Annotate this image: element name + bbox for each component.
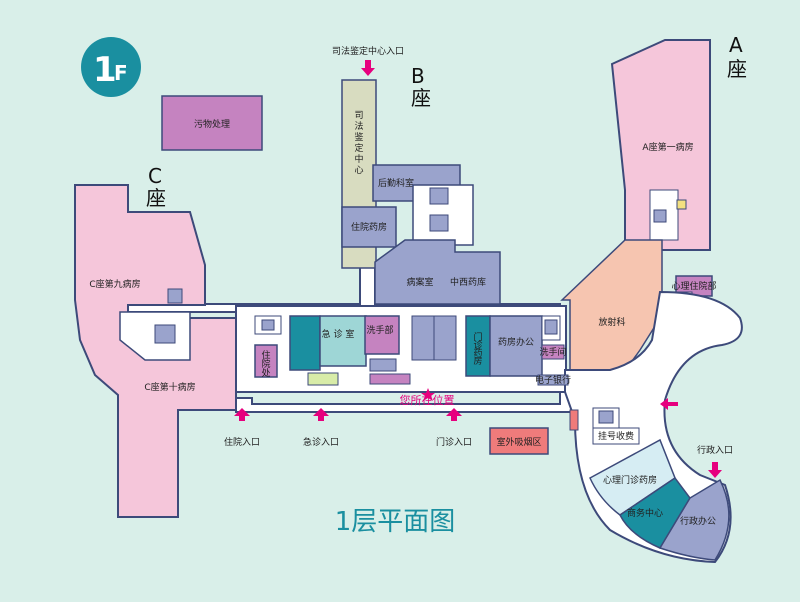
outpatient-room-1 <box>411 315 435 361</box>
outpatient-entrance-label: 门诊入口 <box>436 436 472 448</box>
room-waste-label: 污物处理 <box>194 118 230 130</box>
room-medicine-store-label: 中西药库 <box>450 276 486 288</box>
room-business-center-label: 商务中心 <box>627 507 663 519</box>
you-are-here-label: 您所在位置 <box>400 393 455 407</box>
building-c-zuo: 座 <box>146 186 166 210</box>
room-waste[interactable] <box>161 95 263 151</box>
emergency-entrance-arrow <box>313 408 329 421</box>
room-admission[interactable] <box>254 344 278 378</box>
admin-entrance-arrow <box>708 462 722 478</box>
room-surgery[interactable] <box>364 315 400 355</box>
b-stair <box>429 187 449 205</box>
a-marker <box>676 199 687 210</box>
right-entrance-arrow <box>660 398 678 410</box>
er-side-block <box>289 315 321 371</box>
room-emergency[interactable] <box>319 315 367 367</box>
room-restroom[interactable] <box>541 344 565 360</box>
building-a-letter: A <box>729 33 743 57</box>
room-admission-label: 住院处 <box>261 349 270 379</box>
c-stair <box>167 288 183 304</box>
building-a[interactable] <box>610 39 711 251</box>
room-pharmacy-office-label: 药房办公 <box>498 336 534 348</box>
room-outpatient-pharmacy-label: 门诊药房 <box>473 331 482 367</box>
forensic-center-label: 司法鉴定中心 <box>354 110 363 176</box>
inpatient-entrance-arrow <box>234 408 250 421</box>
room-registration[interactable] <box>592 427 640 445</box>
a-stair <box>653 209 667 223</box>
building-c-letter: C <box>148 164 162 188</box>
floor-logo-letter: F <box>114 61 128 85</box>
map-title: 1层平面图 <box>335 507 456 537</box>
building-b-letter: B <box>411 64 425 88</box>
room-e-bank[interactable] <box>537 374 569 386</box>
outpatient-entrance-arrow <box>446 408 462 421</box>
room-psych-inpatient-label: 心理住院部 <box>671 280 716 292</box>
pharmacy-stair-icon <box>544 319 558 335</box>
outpatient-small <box>369 373 411 385</box>
room-records[interactable] <box>374 239 501 305</box>
inpatient-entrance-label: 住院入口 <box>224 436 260 448</box>
room-radiology-label: 放射科 <box>598 316 625 328</box>
room-psych-outpatient-pharmacy-label: 心理门诊药房 <box>603 474 657 486</box>
a-ward1-label: A座第一病房 <box>642 141 693 153</box>
floor-logo-number: 1 <box>93 50 117 90</box>
you-are-here-star <box>421 388 435 401</box>
room-records-label: 病案室 <box>406 276 433 288</box>
smoking-area-label: 室外吸烟区 <box>496 436 541 448</box>
c-elevator <box>154 324 176 344</box>
er-small <box>307 372 339 386</box>
building-a-zuo: 座 <box>727 57 747 81</box>
emergency-entrance-label: 急诊入口 <box>303 436 339 448</box>
room-emergency-label: 急 诊 室 <box>322 328 355 340</box>
outpatient-room-2 <box>433 315 457 361</box>
room-restroom-label: 洗手间 <box>539 346 566 358</box>
room-admin-office-label: 行政办公 <box>680 515 716 527</box>
room-logistics-label: 后勤科室 <box>378 177 414 189</box>
er-stair-icon <box>261 319 275 331</box>
floor-logo-circle <box>81 37 141 97</box>
room-e-bank-label: 电子银行 <box>535 374 571 386</box>
forensic-entrance-label: 司法鉴定中心入口 <box>332 45 404 57</box>
room-admin-office[interactable] <box>658 478 730 561</box>
building-b-zuo: 座 <box>411 86 431 110</box>
outpatient-office <box>369 358 397 372</box>
smoking-area[interactable] <box>489 427 549 455</box>
room-inpatient-pharmacy[interactable] <box>341 206 397 248</box>
room-surgery-label: 洗手部 <box>366 324 393 336</box>
room-radiology[interactable] <box>560 239 663 379</box>
admin-entrance-label: 行政入口 <box>697 444 733 456</box>
forensic-entrance-arrow <box>361 60 375 76</box>
c-ward9-label: C座第九病房 <box>89 278 140 290</box>
room-registration-label: 挂号收费 <box>598 430 634 442</box>
right-stair <box>598 410 614 424</box>
right-red-marker <box>569 409 579 431</box>
c-ward10-label: C座第十病房 <box>144 381 195 393</box>
room-outpatient-pharmacy[interactable] <box>465 315 491 377</box>
room-inpatient-pharmacy-label: 住院药房 <box>351 221 387 233</box>
b-elevator <box>429 214 449 232</box>
